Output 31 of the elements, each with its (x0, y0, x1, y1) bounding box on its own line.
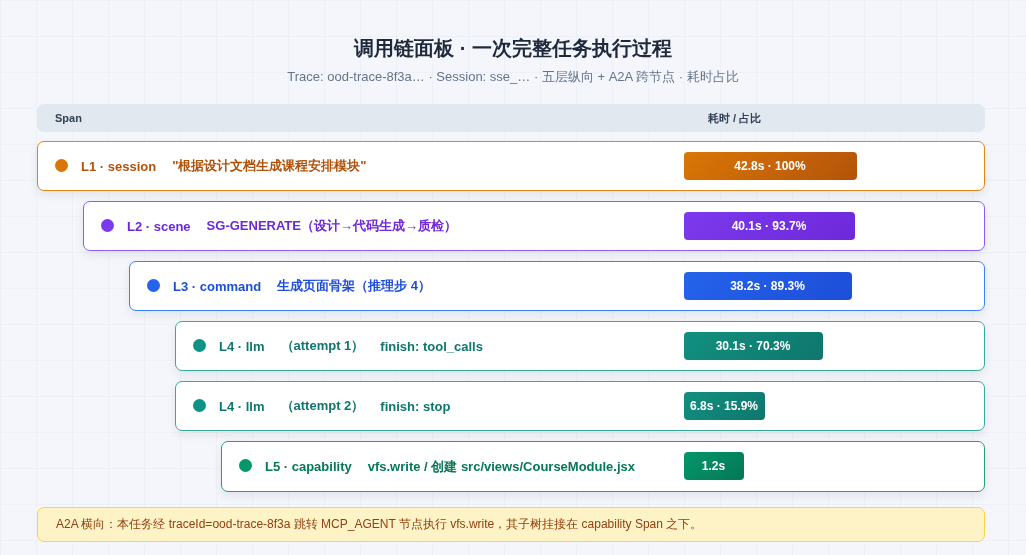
duration-bar: 30.1s · 70.3% (683, 331, 823, 360)
span-detail: finish: tool_calls (380, 338, 483, 354)
span-level-label: L3 · command (173, 278, 262, 294)
span-row-card (37, 141, 985, 191)
span-row-card (175, 321, 985, 371)
span-level-label: L5 · capability (265, 459, 352, 474)
column-header: 耗时 / 占比 (708, 111, 762, 126)
title: 调用链面板 · 一次完整任务执行过程 (354, 36, 672, 60)
subtitle: Trace: ood-trace-8f3a… · Session: sse_… · 五层纵向 + A2A 跨节点 · 耗时占比 (287, 69, 739, 85)
span-name: SG-GENERATE（设计→代码生成→质检） (206, 217, 457, 235)
duration-bar: 40.1s · 93.7% (683, 211, 855, 240)
span-level-label: L4 · llm (219, 398, 265, 414)
duration-bar: 1.2s (683, 451, 744, 480)
span-name: 生成页面骨架（推理步 4） (277, 277, 431, 295)
span-level-label: L1 · session (81, 158, 157, 174)
span-row-card (129, 261, 985, 311)
span-name: vfs.write / 创建 src/views/CourseModule.jsx (367, 457, 635, 476)
span-row-card (83, 201, 985, 251)
span-name: （attempt 2） (280, 397, 365, 415)
span-name: （attempt 1） (280, 337, 365, 355)
span-name: "根据设计文档生成课程安排模块" (172, 157, 367, 175)
span-detail: finish: stop (380, 398, 451, 414)
duration-bar: 6.8s · 15.9% (683, 391, 765, 420)
span-level-label: L2 · scene (127, 218, 191, 234)
note-box: A2A 横向：本任务经 traceId=ood-trace-8f3a 跳转 MCP_AGENT 节点执行 vfs.write，其子树挂接在 capability Span 之下。 (37, 507, 985, 542)
column-header: Span (55, 111, 82, 126)
duration-bar: 38.2s · 89.3% (683, 271, 852, 300)
span-level-label: L4 · llm (219, 338, 265, 354)
span-row-card (221, 441, 985, 492)
duration-bar: 42.8s · 100% (683, 151, 857, 180)
span-row-card (175, 381, 985, 431)
